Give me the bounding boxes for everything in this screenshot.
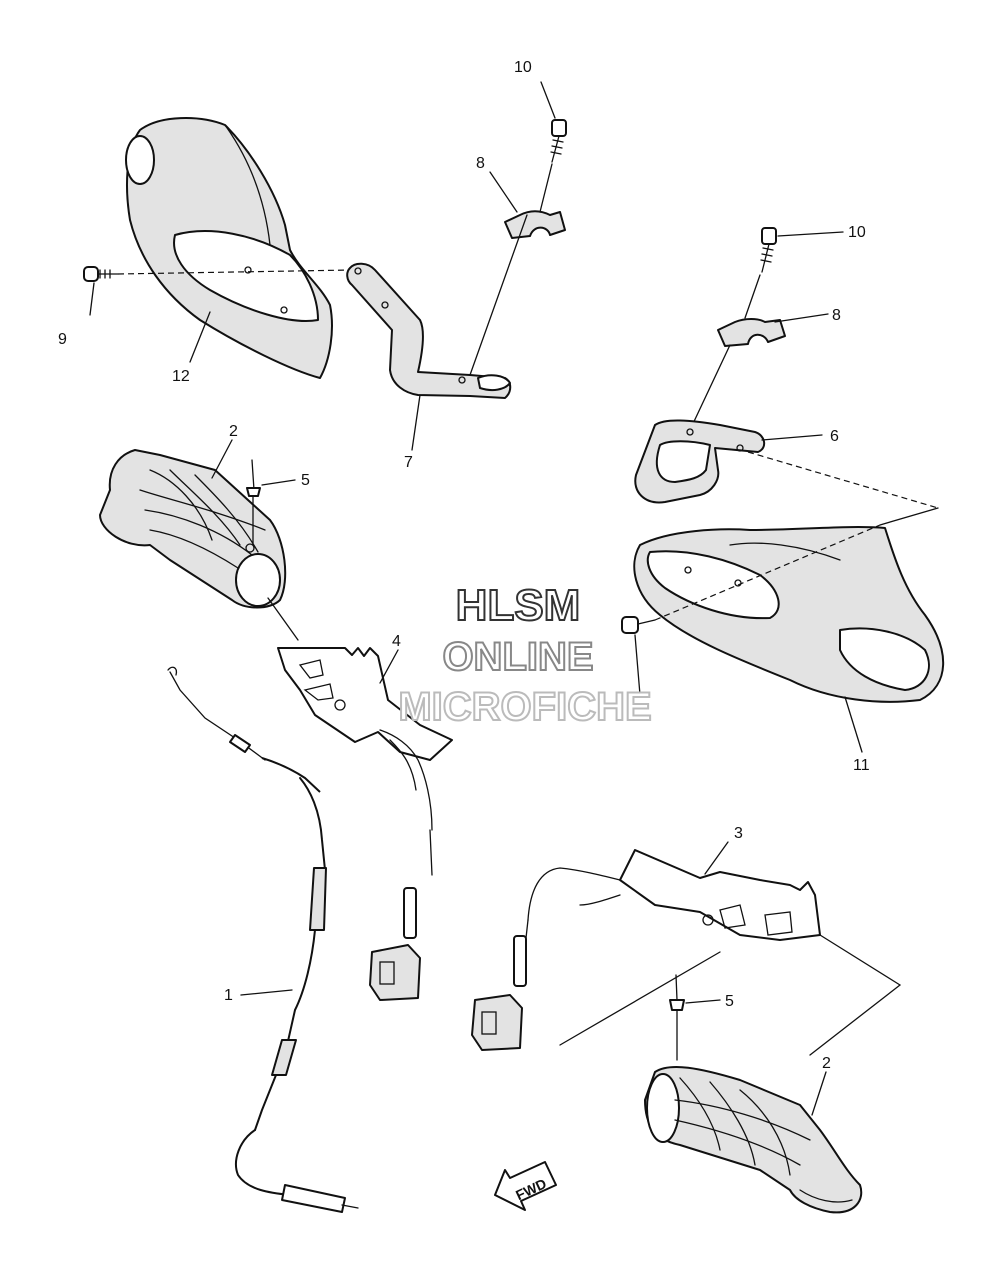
throttle-cable-1[interactable] (167, 666, 359, 1213)
callout-1: 1 (224, 987, 233, 1004)
callout-6: 6 (830, 428, 839, 445)
callout-10-upper: 10 (514, 59, 532, 76)
callout-5-lower: 5 (725, 993, 734, 1010)
watermark-line-1: HLSM (456, 581, 581, 630)
rivet-5-upper[interactable] (246, 459, 261, 546)
callout-9: 9 (58, 331, 67, 348)
hand-guard-right[interactable] (633, 526, 945, 703)
connector-left[interactable] (369, 829, 433, 1001)
callout-10-lower: 10 (848, 224, 866, 241)
callout-2-upper: 2 (229, 423, 238, 440)
heater-element-right-3[interactable] (527, 849, 821, 941)
rivet-5-lower[interactable] (669, 974, 685, 1061)
callout-8-lower: 8 (832, 307, 841, 324)
bolt-10-upper[interactable] (550, 119, 567, 163)
connector-right[interactable] (471, 919, 529, 1051)
leader-lines (89, 81, 863, 1116)
watermark: HLSM ONLINE MICROFICHE (397, 580, 652, 730)
hand-guard-left[interactable] (125, 117, 333, 379)
clamp-8-lower[interactable] (717, 318, 786, 347)
grip-lower-2[interactable] (644, 1066, 863, 1214)
watermark-line-2: ONLINE (442, 635, 593, 679)
callout-numbers: 10 8 9 12 7 2 5 4 10 8 6 11 3 1 5 2 (58, 59, 870, 1072)
bracket-right-6[interactable] (634, 419, 766, 504)
callout-12: 12 (172, 368, 190, 385)
callout-7: 7 (404, 454, 413, 471)
watermark-line-3: MICROFICHE (398, 685, 651, 729)
callout-4: 4 (392, 633, 401, 650)
callout-5-upper: 5 (301, 472, 310, 489)
bolt-10-lower[interactable] (760, 227, 777, 273)
callout-11: 11 (853, 757, 870, 774)
bracket-left-7[interactable] (346, 262, 512, 399)
grip-upper-2[interactable] (99, 449, 287, 609)
callout-2-lower: 2 (822, 1055, 831, 1072)
callout-8-upper: 8 (476, 155, 485, 172)
heater-element-left-4[interactable] (277, 647, 453, 831)
fwd-arrow-icon: FWD (494, 1161, 557, 1211)
screw-9[interactable] (83, 266, 119, 282)
callout-3: 3 (734, 825, 743, 842)
clamp-8-upper[interactable] (504, 210, 566, 239)
screw-guard-right[interactable] (621, 616, 656, 634)
